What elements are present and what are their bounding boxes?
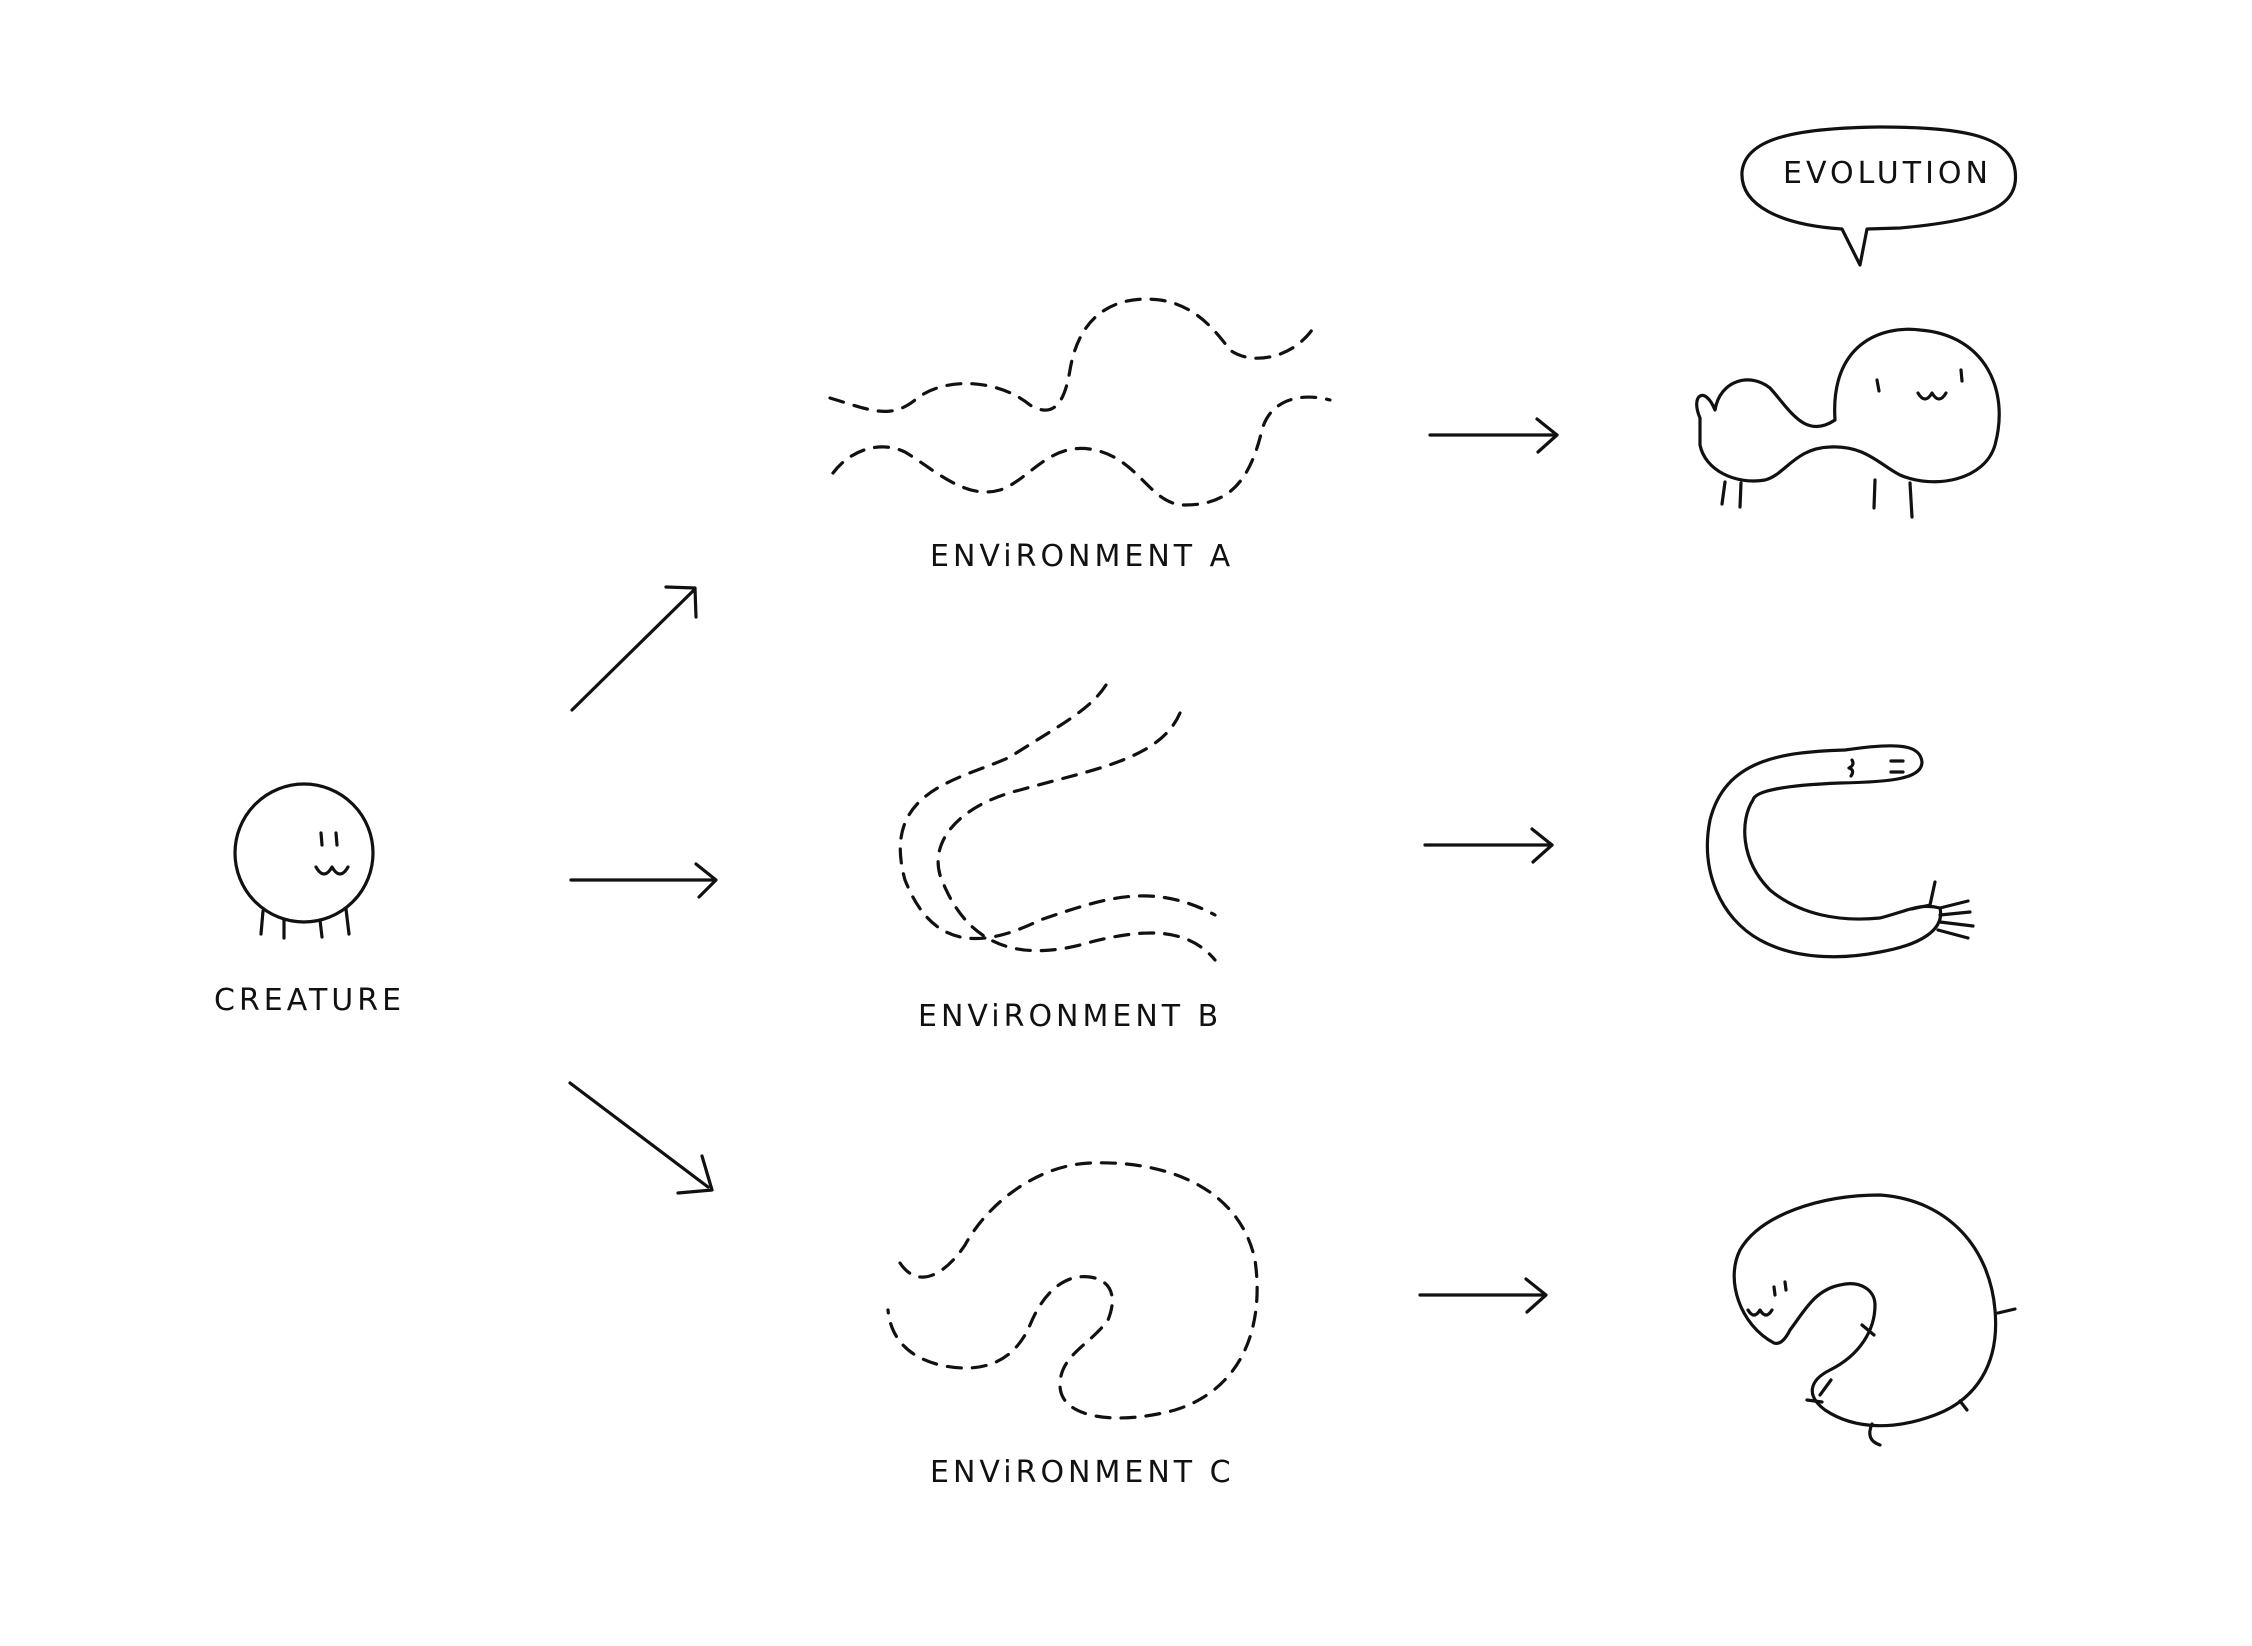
creature-label: CREATURE [214, 983, 405, 1018]
evolved-creature-c [1732, 1193, 2017, 1447]
speech-bubble [1740, 125, 2018, 267]
arrow-to-environment-b [569, 862, 718, 899]
environment-c-label: ENViRONMENT C [930, 1455, 1235, 1490]
environment-b-shape [898, 683, 1217, 962]
environment-c-shape [886, 1161, 1259, 1420]
arrow-to-environment-c [568, 1081, 714, 1195]
arrow-to-environment-a [570, 585, 698, 712]
evolved-creature-a [1695, 327, 2001, 519]
evolution-arrow-c [1418, 1277, 1548, 1314]
evolution-arrow-b [1423, 827, 1554, 864]
evolved-creature-b [1705, 744, 1975, 959]
speech-bubble-text: EVOLUTION [1783, 156, 1992, 191]
environment-a-label: ENViRONMENT A [930, 539, 1234, 574]
environment-a-shape [828, 297, 1332, 507]
evolution-arrow-a [1428, 417, 1559, 454]
environment-b-label: ENViRONMENT B [918, 999, 1222, 1034]
original-creature [233, 782, 375, 940]
